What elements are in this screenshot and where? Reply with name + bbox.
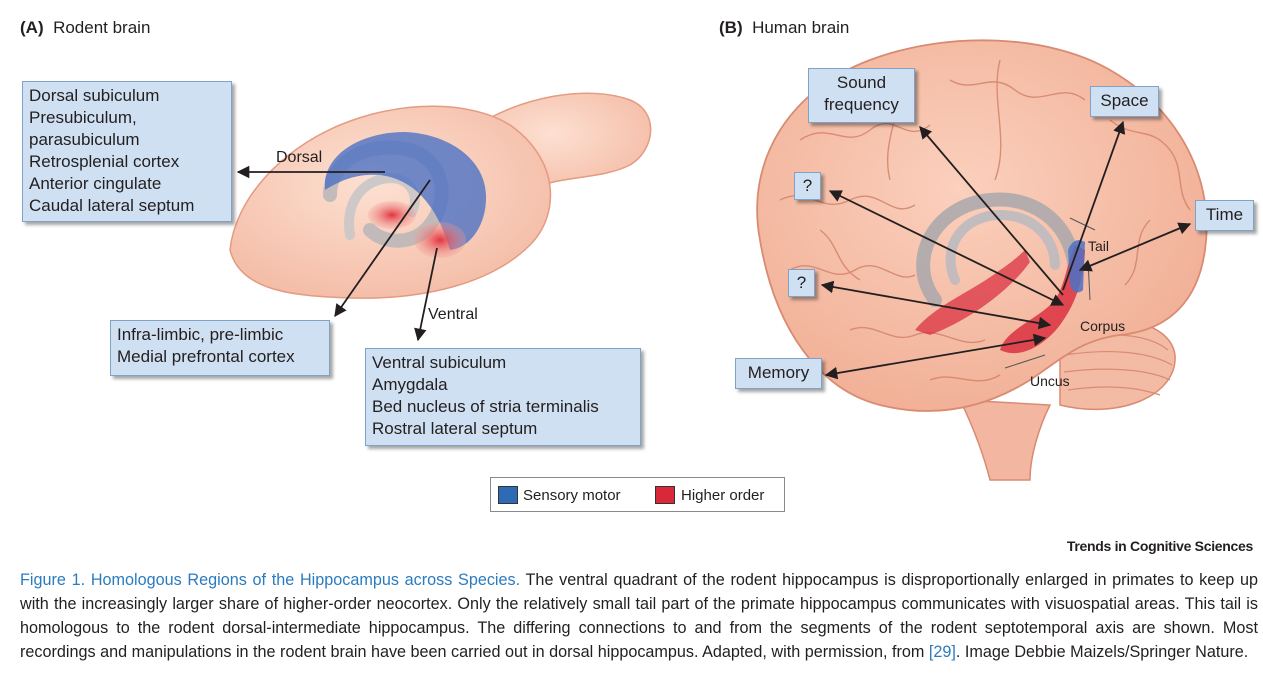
arrow-time	[1078, 222, 1192, 272]
caption-tail: . Image Debbie Maizels/Springer Nature.	[955, 643, 1249, 661]
dorsal-item: Retrosplenial cortex	[29, 152, 180, 171]
figure-caption: Figure 1. Homologous Regions of the Hipp…	[20, 568, 1258, 664]
space-box: Space	[1090, 86, 1159, 117]
arrow-ventral	[414, 247, 438, 342]
ventral-item: Amygdala	[372, 375, 448, 394]
panel-b-letter: (B)	[719, 18, 743, 37]
figure-illustration	[229, 39, 1208, 481]
panel-a-title: (A) Rodent brain	[20, 18, 150, 38]
sound-line: Sound	[836, 73, 887, 92]
dorsal-label: Dorsal	[276, 149, 323, 166]
caption-title: Figure 1. Homologous Regions of the Hipp…	[20, 571, 521, 589]
dorsal-item: Dorsal subiculum	[29, 86, 160, 105]
arrow-space	[1062, 120, 1126, 291]
panel-a-letter: (A)	[20, 18, 44, 37]
sensory-motor-swatch	[498, 486, 518, 504]
tail-label: Tail	[1088, 238, 1110, 254]
arrow-memory	[824, 333, 1047, 380]
ventral-label: Ventral	[428, 306, 478, 323]
prefrontal-item: Infra-limbic, pre-limbic	[117, 325, 284, 344]
prefrontal-item: Medial prefrontal cortex	[117, 347, 295, 366]
unknown-box-2: ?	[788, 269, 815, 297]
panel-b-title: (B) Human brain	[719, 18, 849, 38]
arrow-q2	[820, 280, 1052, 330]
caption-body: The ventral quadrant of the rodent hippo…	[20, 571, 1258, 661]
sound-frequency-box: Sound frequency	[808, 68, 915, 123]
dorsal-connections-box: Dorsal subiculum Presubiculum, parasubic…	[22, 81, 232, 222]
prefrontal-connections-box: Infra-limbic, pre-limbic Medial prefront…	[110, 320, 330, 376]
ventral-item: Ventral subiculum	[372, 353, 507, 372]
dorsal-item: Caudal lateral septum	[29, 196, 195, 215]
arrow-prefrontal	[334, 179, 431, 318]
dorsal-item: parasubiculum	[29, 130, 140, 149]
rodent-arrows	[236, 165, 438, 342]
human-arrows	[820, 120, 1192, 380]
sensory-motor-label: Sensory motor	[523, 487, 621, 504]
memory-box: Memory	[735, 358, 822, 389]
time-box: Time	[1195, 200, 1254, 231]
legend: Sensory motor Higher order	[490, 477, 785, 512]
uncus-label: Uncus	[1030, 373, 1070, 389]
unknown-box-1: ?	[794, 172, 821, 200]
corpus-label: Corpus	[1080, 318, 1126, 334]
dorsal-item: Anterior cingulate	[29, 174, 162, 193]
dorsal-item: Presubiculum,	[29, 108, 137, 127]
higher-order-swatch	[655, 486, 675, 504]
frequency-line: frequency	[824, 95, 899, 114]
caption-reference-link[interactable]: [29]	[928, 643, 956, 661]
higher-order-label: Higher order	[681, 487, 765, 504]
ventral-item: Bed nucleus of stria terminalis	[372, 397, 599, 416]
panel-b-title-text: Human brain	[752, 18, 850, 37]
journal-brand: Trends in Cognitive Sciences	[1066, 538, 1253, 554]
ventral-item: Rostral lateral septum	[372, 419, 538, 438]
panel-a-title-text: Rodent brain	[53, 18, 151, 37]
ventral-connections-box: Ventral subiculum Amygdala Bed nucleus o…	[365, 348, 641, 446]
rodent-brain	[229, 92, 652, 299]
